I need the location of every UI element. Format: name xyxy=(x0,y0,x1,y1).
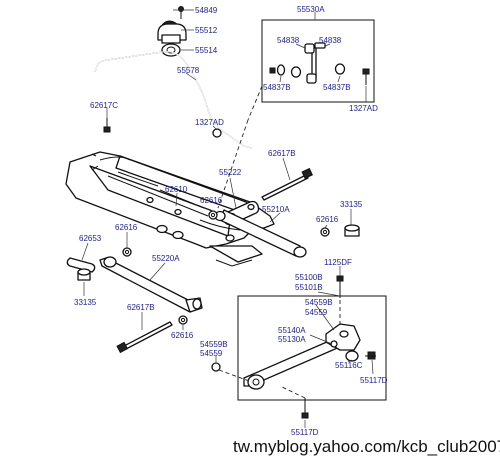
bracket-62653 xyxy=(66,257,96,273)
label-62610: 62610 xyxy=(165,185,188,194)
label-55117d-right: 55117D xyxy=(360,376,388,385)
label-62653: 62653 xyxy=(79,234,102,243)
washer-33135-left xyxy=(77,268,91,281)
label-62617b-lower: 62617B xyxy=(127,303,155,312)
bolt-62617b-lower xyxy=(116,321,173,354)
label-62617b-upper: 62617B xyxy=(268,149,296,158)
bolt-1327ad xyxy=(212,128,222,138)
nut-54559-left xyxy=(211,362,221,372)
nut-62616-right xyxy=(320,227,330,237)
label-62617c: 62617C xyxy=(90,101,118,110)
washer-33135-right xyxy=(344,224,360,237)
label-54838-left: 54838 xyxy=(277,36,300,45)
nut-62616-top xyxy=(208,210,218,220)
label-54559b-top: 54559B xyxy=(305,298,333,307)
lateral-arm-55210a xyxy=(214,209,307,258)
label-55210a: 55210A xyxy=(262,205,290,214)
label-54559-bottom: 54559 xyxy=(200,349,223,358)
stabilizer-bar xyxy=(94,51,253,149)
label-33135-left: 33135 xyxy=(74,298,97,307)
label-54559-top: 54559 xyxy=(305,308,328,317)
label-55220a: 55220A xyxy=(152,254,180,263)
label-54838-right: 54838 xyxy=(319,36,342,45)
part-labels: 54849 55512 55514 55578 55530A 54838 548… xyxy=(74,5,388,437)
label-55101b: 55101B xyxy=(295,283,323,292)
label-33135-right: 33135 xyxy=(340,200,363,209)
label-55530a: 55530A xyxy=(297,5,325,14)
trailing-arm-assembly xyxy=(243,323,376,390)
crossmember-62610 xyxy=(65,151,275,267)
bolt-1125df xyxy=(336,275,344,298)
nut-62616-left xyxy=(122,247,132,257)
label-62616-top: 62616 xyxy=(200,196,223,205)
bolt-62617b-upper xyxy=(261,167,313,201)
label-55130a: 55130A xyxy=(278,335,306,344)
leader-lines xyxy=(81,9,374,428)
label-1327ad-right: 1327AD xyxy=(349,104,378,113)
label-55117d-bottom: 55117D xyxy=(291,428,319,437)
label-54559b-bottom: 54559B xyxy=(200,340,228,349)
label-1327ad-middle: 1327AD xyxy=(195,118,224,127)
label-54849: 54849 xyxy=(195,6,218,15)
label-54837b-right: 54837B xyxy=(323,83,351,92)
stabilizer-link-group-box xyxy=(261,19,375,103)
label-55514: 55514 xyxy=(195,46,218,55)
arm-55220a xyxy=(99,256,203,313)
trailing-arm-group-box xyxy=(237,295,387,401)
stabilizer-bracket xyxy=(157,6,187,57)
bolt-55117d-bottom xyxy=(301,398,309,419)
label-54837b-left: 54837B xyxy=(263,83,291,92)
label-55116c: 55116C xyxy=(335,361,363,370)
label-62616-left: 62616 xyxy=(115,223,138,232)
label-55578: 55578 xyxy=(177,66,200,75)
label-55222: 55222 xyxy=(219,168,242,177)
nut-62616-lower xyxy=(178,315,188,325)
label-55100b: 55100B xyxy=(295,273,323,282)
label-55512: 55512 xyxy=(195,26,218,35)
label-62616-right: 62616 xyxy=(316,215,339,224)
label-62616-lower: 62616 xyxy=(171,331,194,340)
label-1125df: 1125DF xyxy=(324,258,352,267)
label-55140a: 55140A xyxy=(278,326,306,335)
watermark-text: tw.myblog.yahoo.com/kcb_club2007 xyxy=(233,437,500,456)
stabilizer-link-set xyxy=(269,42,370,85)
bolt-62617c xyxy=(103,118,111,133)
